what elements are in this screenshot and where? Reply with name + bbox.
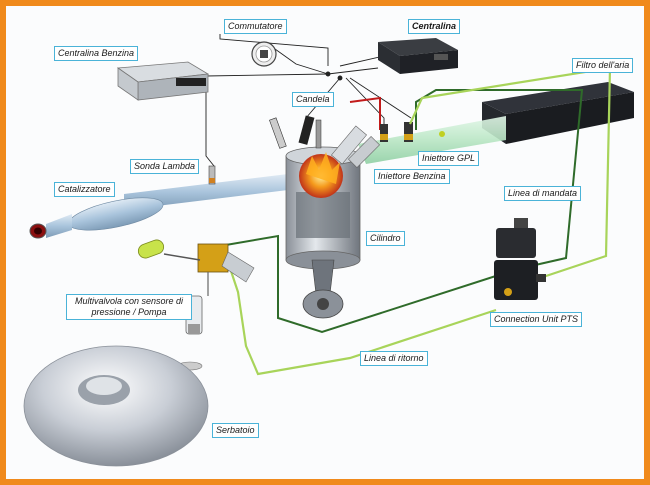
serbatoio-tank [23, 345, 209, 467]
label-candela: Candela [292, 92, 334, 107]
label-multivalvola: Multivalvola con sensore di pressione / … [66, 294, 192, 320]
feed-line [219, 89, 584, 334]
label-commutatore: Commutatore [224, 19, 287, 34]
centralina-ecu [378, 38, 458, 74]
injectors [380, 122, 445, 142]
label-serbatoio: Serbatoio [212, 423, 259, 438]
sonda-lambda-sensor [208, 165, 216, 185]
label-linea-ritorno: Linea di ritorno [360, 351, 428, 366]
label-filtro-aria: Filtro dell'aria [572, 58, 634, 73]
connection-unit-pts [494, 218, 546, 300]
commutatore-switch [251, 41, 277, 67]
label-linea-mandata: Linea di mandata [504, 186, 582, 201]
label-iniettore-gpl: Iniettore GPL [418, 151, 480, 166]
centralina-benzina-ecu [116, 61, 210, 101]
intake-pipe [358, 116, 506, 164]
system-illustration [23, 34, 634, 467]
label-centralina-benzina: Centralina Benzina [54, 46, 139, 61]
label-sonda-lambda: Sonda Lambda [130, 159, 200, 174]
label-connection-unit: Connection Unit PTS [490, 312, 583, 327]
label-iniettore-benzina: Iniettore Benzina [374, 169, 450, 184]
label-centralina: Centralina [408, 19, 461, 34]
label-catalizzatore: Catalizzatore [54, 182, 115, 197]
exhaust-system [29, 174, 288, 239]
valves-and-plugs [269, 96, 381, 168]
multivalvola-pump [137, 239, 255, 371]
engine-cylinder [285, 146, 361, 319]
label-cilindro: Cilindro [366, 231, 405, 246]
